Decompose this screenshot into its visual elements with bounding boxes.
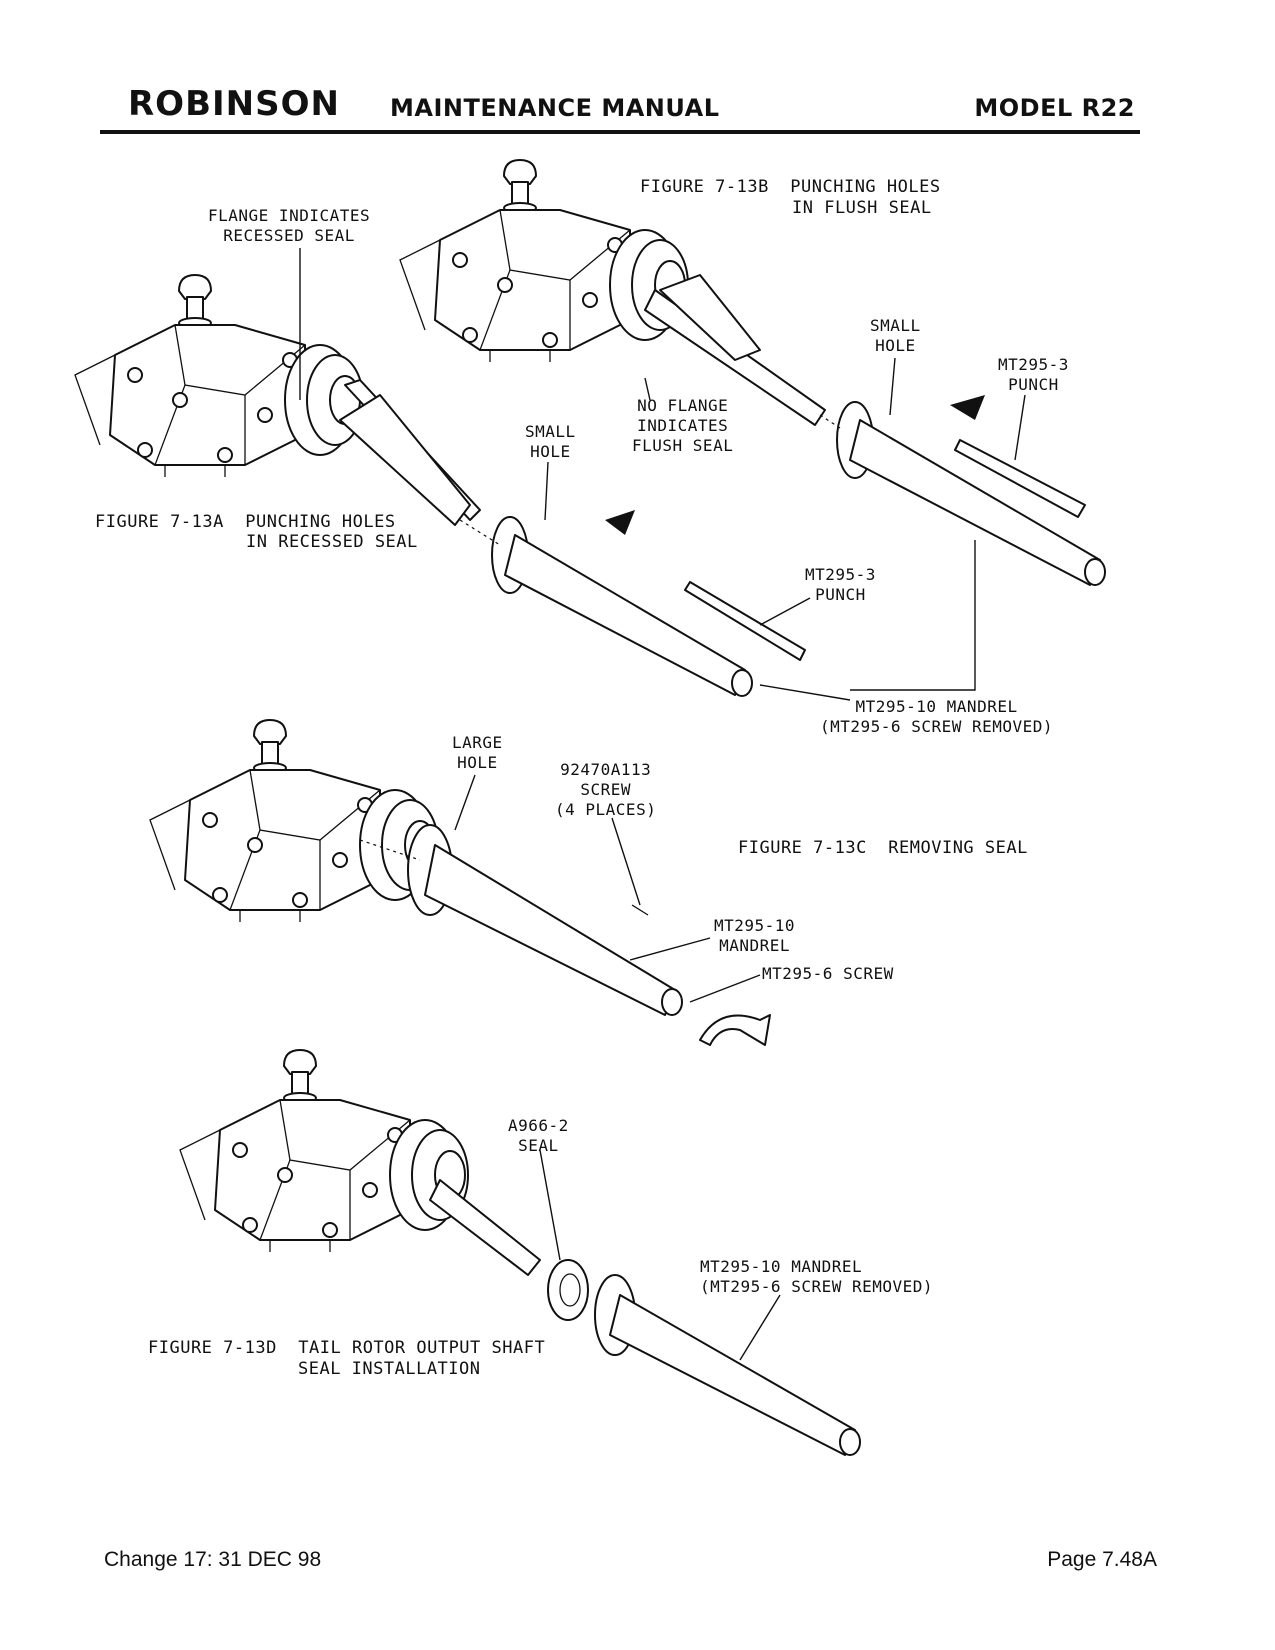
arrow-icon xyxy=(950,395,985,420)
label-punch-b: MT295-3 PUNCH xyxy=(998,355,1069,394)
figure-b-caption-line1: FIGURE 7-13B PUNCHING HOLES xyxy=(640,177,941,197)
manual-title: MAINTENANCE MANUAL xyxy=(390,94,720,122)
label-small-hole-b: SMALL HOLE xyxy=(870,316,921,355)
figure-a-mandrel xyxy=(504,534,746,696)
label-mandrel-a: MT295-10 MANDREL (MT295-6 SCREW REMOVED) xyxy=(820,697,1054,736)
figure-b-punch xyxy=(954,439,1086,518)
model-title: MODEL R22 xyxy=(974,94,1135,122)
brand-title: ROBINSON xyxy=(128,84,340,124)
label-screw-mt295-6: MT295-6 SCREW xyxy=(762,964,894,983)
figure-b-caption-line2: IN FLUSH SEAL xyxy=(792,198,932,218)
figure-a-punch xyxy=(684,581,806,661)
rotation-arrow-icon xyxy=(699,1014,771,1046)
figure-a-gearbox xyxy=(74,274,364,478)
header-rule xyxy=(100,130,1140,134)
label-seal-a966-2: A966-2 SEAL xyxy=(508,1116,569,1155)
figure-d-output-shaft xyxy=(429,1179,541,1276)
figure-a-caption-line2: IN RECESSED SEAL xyxy=(246,532,418,552)
label-small-hole-a: SMALL HOLE xyxy=(525,422,576,461)
page-number: Page 7.48A xyxy=(1047,1548,1157,1571)
figure-a-caption-line1: FIGURE 7-13A PUNCHING HOLES xyxy=(95,512,396,532)
arrow-icon xyxy=(605,510,635,535)
label-punch-a: MT295-3 PUNCH xyxy=(805,565,876,604)
label-mandrel-c: MT295-10 MANDREL xyxy=(714,916,796,955)
figure-c-gearbox xyxy=(149,719,439,923)
figure-d-mandrel xyxy=(609,1294,856,1456)
figure-d-gearbox xyxy=(179,1049,469,1253)
label-no-flange-flush: NO FLANGE INDICATES FLUSH SEAL xyxy=(632,396,734,455)
figure-d-caption-line1: FIGURE 7-13D TAIL ROTOR OUTPUT SHAFT xyxy=(148,1338,546,1358)
figure-d-seal xyxy=(547,1259,589,1321)
change-note: Change 17: 31 DEC 98 xyxy=(104,1548,322,1571)
figure-d-caption-line2: SEAL INSTALLATION xyxy=(298,1359,481,1379)
figure-c-caption: FIGURE 7-13C REMOVING SEAL xyxy=(738,838,1028,858)
figure-b-mandrel xyxy=(849,419,1101,586)
label-flange-recessed: FLANGE INDICATES RECESSED SEAL xyxy=(208,206,371,245)
label-mandrel-d: MT295-10 MANDREL (MT295-6 SCREW REMOVED) xyxy=(700,1257,934,1296)
figure-c-mandrel xyxy=(424,844,676,1016)
label-screw-92470a113: 92470A113 SCREW (4 PLACES) xyxy=(555,760,657,819)
label-large-hole: LARGE HOLE xyxy=(452,733,503,772)
